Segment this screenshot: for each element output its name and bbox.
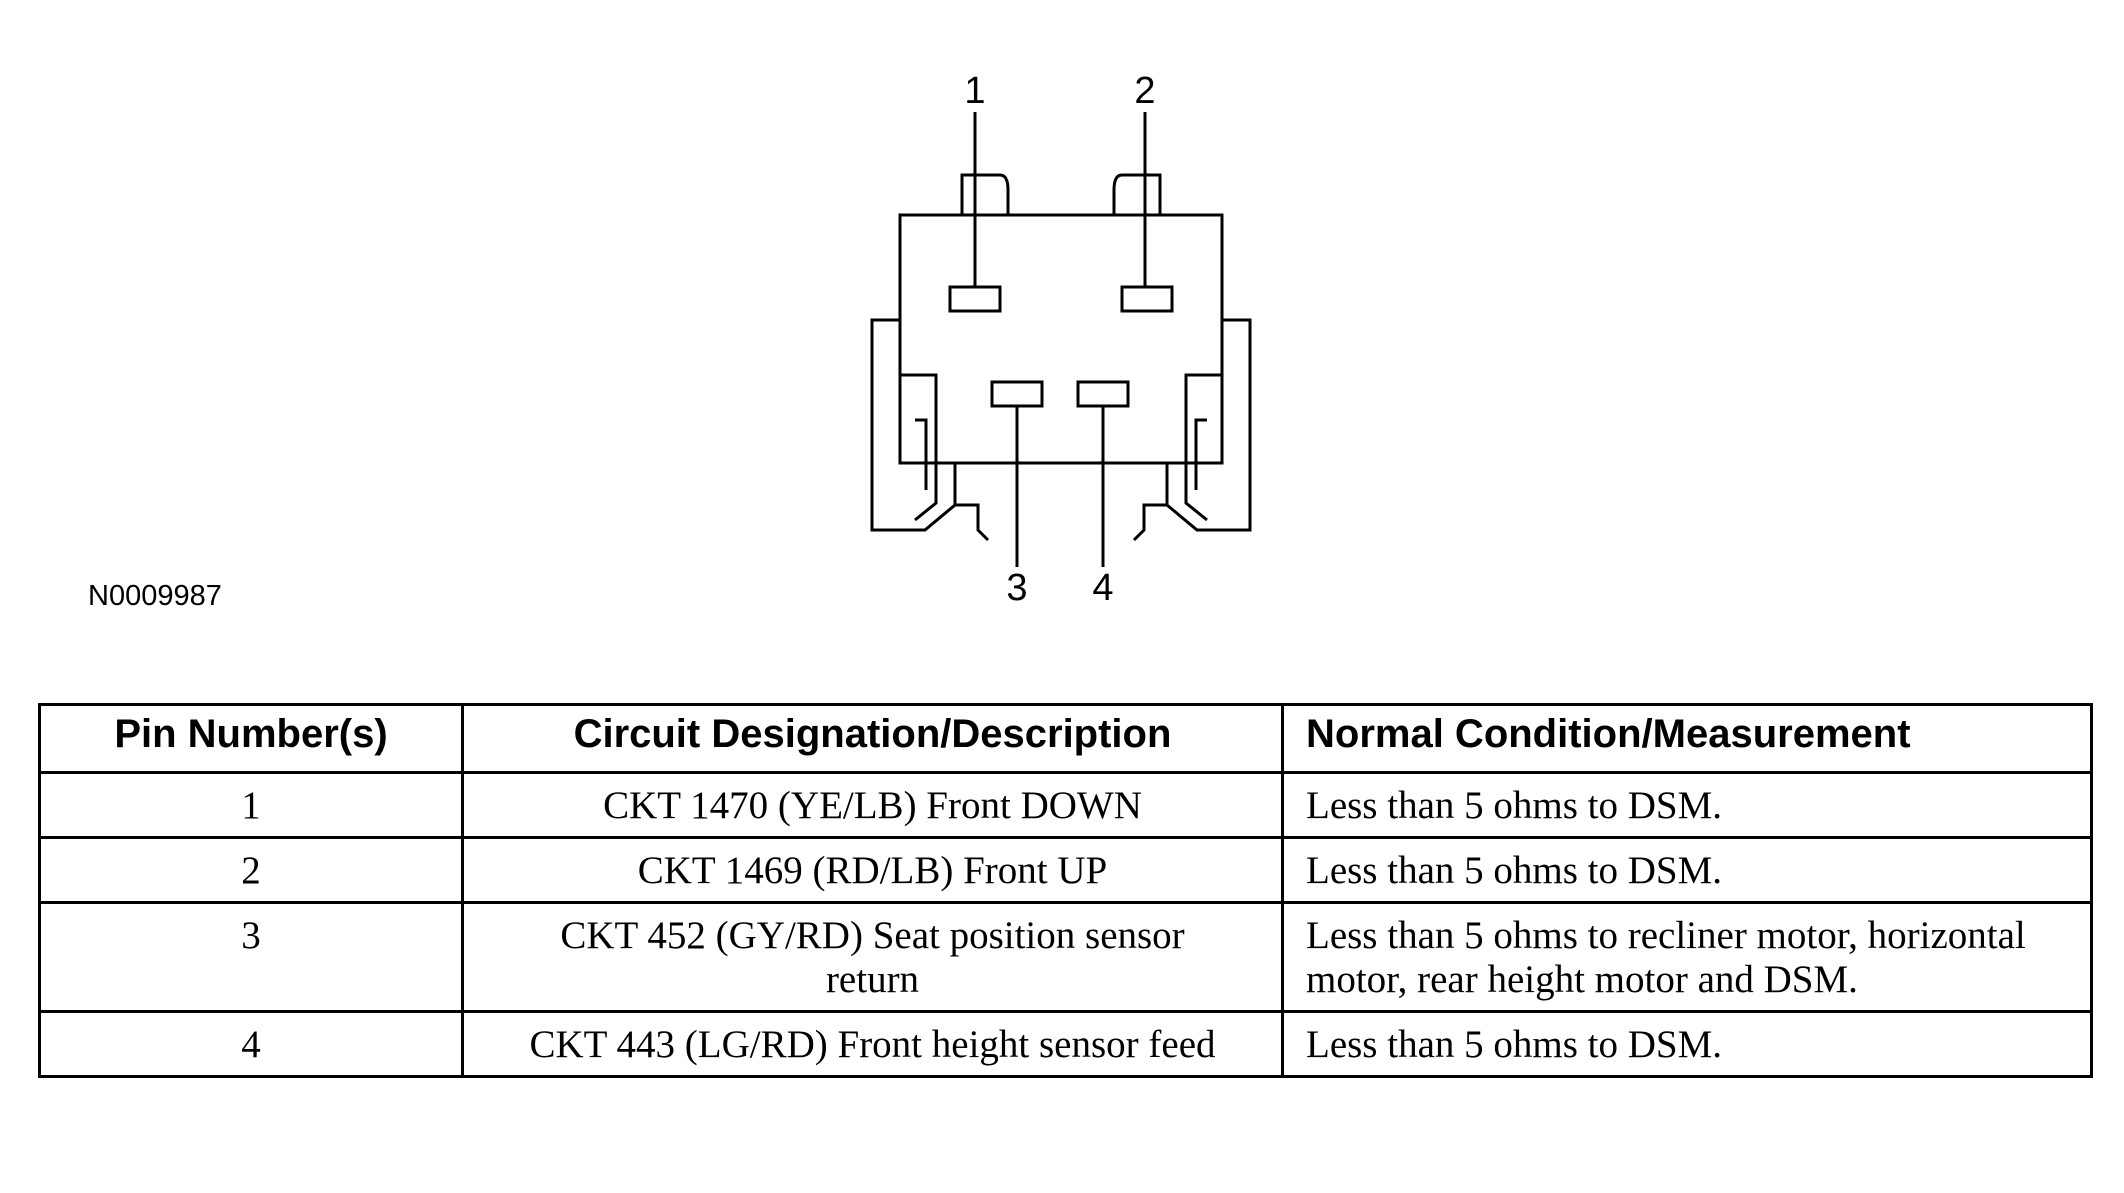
top-latch-left	[960, 173, 1010, 215]
side-clip-left-inner	[900, 373, 938, 522]
table-row: 3 CKT 452 (GY/RD) Seat position sensor r…	[38, 901, 2093, 1013]
side-clip-left	[870, 318, 957, 532]
pin-3-cavity	[990, 380, 1044, 408]
pin-cell: 1	[38, 771, 464, 839]
pin-4-cavity	[1076, 380, 1130, 408]
side-clip-right-channel	[1194, 418, 1207, 490]
connector-body	[898, 213, 1224, 465]
header-pin-number: Pin Number(s)	[38, 703, 464, 774]
header-circuit: Circuit Designation/Description	[461, 703, 1284, 774]
pin-cell: 3	[38, 901, 464, 1013]
side-clip-right-tab	[1132, 503, 1167, 542]
header-condition: Normal Condition/Measurement	[1281, 703, 2093, 774]
circuit-cell: CKT 443 (LG/RD) Front height sensor feed	[461, 1010, 1284, 1078]
side-clip-left-tab	[955, 503, 990, 542]
connector-diagram: 1 2 3 4	[870, 70, 1252, 609]
circuit-cell: CKT 1470 (YE/LB) Front DOWN	[461, 771, 1284, 839]
circuit-cell: CKT 452 (GY/RD) Seat position sensor ret…	[461, 901, 1284, 1013]
pin-label-2: 2	[1134, 70, 1155, 112]
side-clip-right-inner	[1184, 373, 1222, 522]
table-header-row: Pin Number(s) Circuit Designation/Descri…	[38, 703, 2093, 774]
side-clip-left-channel	[915, 418, 928, 490]
pin-label-1: 1	[964, 70, 985, 112]
pin-label-4: 4	[1092, 567, 1113, 609]
table-row: 2 CKT 1469 (RD/LB) Front UP Less than 5 …	[38, 836, 2093, 904]
pin-label-3: 3	[1006, 567, 1027, 609]
pin-cell: 4	[38, 1010, 464, 1078]
condition-cell: Less than 5 ohms to DSM.	[1281, 836, 2093, 904]
condition-cell: Less than 5 ohms to DSM.	[1281, 1010, 2093, 1078]
side-clip-right	[1165, 318, 1252, 532]
table-row: 4 CKT 443 (LG/RD) Front height sensor fe…	[38, 1010, 2093, 1078]
condition-cell: Less than 5 ohms to recliner motor, hori…	[1281, 901, 2093, 1013]
pin-2-cavity	[1120, 285, 1174, 313]
pin-1-cavity	[948, 285, 1002, 313]
pinout-table: Pin Number(s) Circuit Designation/Descri…	[38, 703, 2093, 1078]
condition-cell: Less than 5 ohms to DSM.	[1281, 771, 2093, 839]
pin-cell: 2	[38, 836, 464, 904]
table-row: 1 CKT 1470 (YE/LB) Front DOWN Less than …	[38, 771, 2093, 839]
top-latch-right	[1112, 173, 1162, 215]
figure-id: N0009987	[88, 580, 222, 612]
circuit-cell: CKT 1469 (RD/LB) Front UP	[461, 836, 1284, 904]
